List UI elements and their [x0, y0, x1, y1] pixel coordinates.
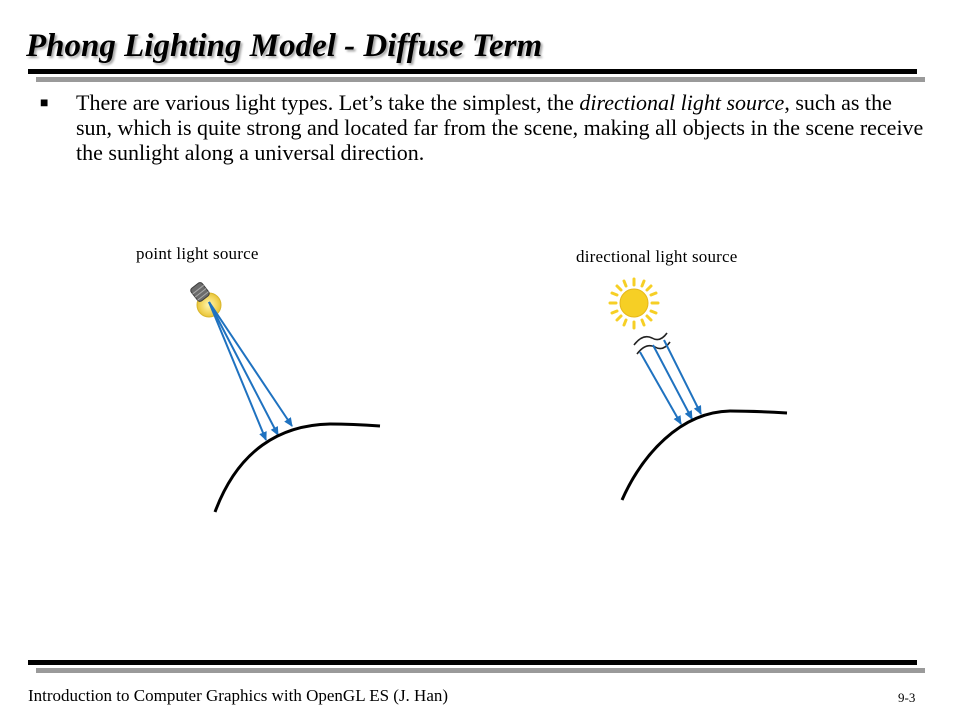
- approximately-equal-icon: [633, 332, 671, 355]
- bullet-text-emphasis: directional light source: [579, 90, 785, 115]
- title-divider-shadow: [36, 77, 925, 82]
- point-ray-2: [208, 301, 279, 436]
- right-surface-curve: [620, 409, 788, 501]
- directional-ray-1: [639, 351, 682, 425]
- footer-divider-shadow: [36, 668, 925, 673]
- sun-icon: [608, 277, 660, 330]
- title-divider: [28, 69, 917, 74]
- directional-ray-3: [663, 339, 702, 415]
- point-light-rays: [208, 301, 293, 441]
- point-ray-1: [208, 301, 267, 441]
- directional-ray-2: [652, 344, 693, 420]
- bullet-square-icon: ■: [40, 96, 49, 111]
- directional-light-label: directional light source: [576, 247, 738, 266]
- bullet-text-part1: There are various light types. Let’s tak…: [76, 90, 580, 115]
- bullet-item: ■ There are various light types. Let’s t…: [40, 90, 930, 165]
- bullet-text: There are various light types. Let’s tak…: [76, 90, 930, 165]
- point-light-label: point light source: [136, 244, 259, 263]
- footer-course: Introduction to Computer Graphics with O…: [28, 686, 449, 705]
- slide-title: Phong Lighting Model - Diffuse Term: [26, 28, 543, 64]
- point-ray-3: [208, 301, 293, 427]
- directional-light-rays: [639, 339, 702, 425]
- footer-divider: [28, 660, 917, 665]
- page-number: 9-3: [898, 690, 916, 705]
- bullet-text-part2: , such as the sun, which is quite strong…: [76, 90, 924, 165]
- left-surface-curve: [213, 422, 381, 513]
